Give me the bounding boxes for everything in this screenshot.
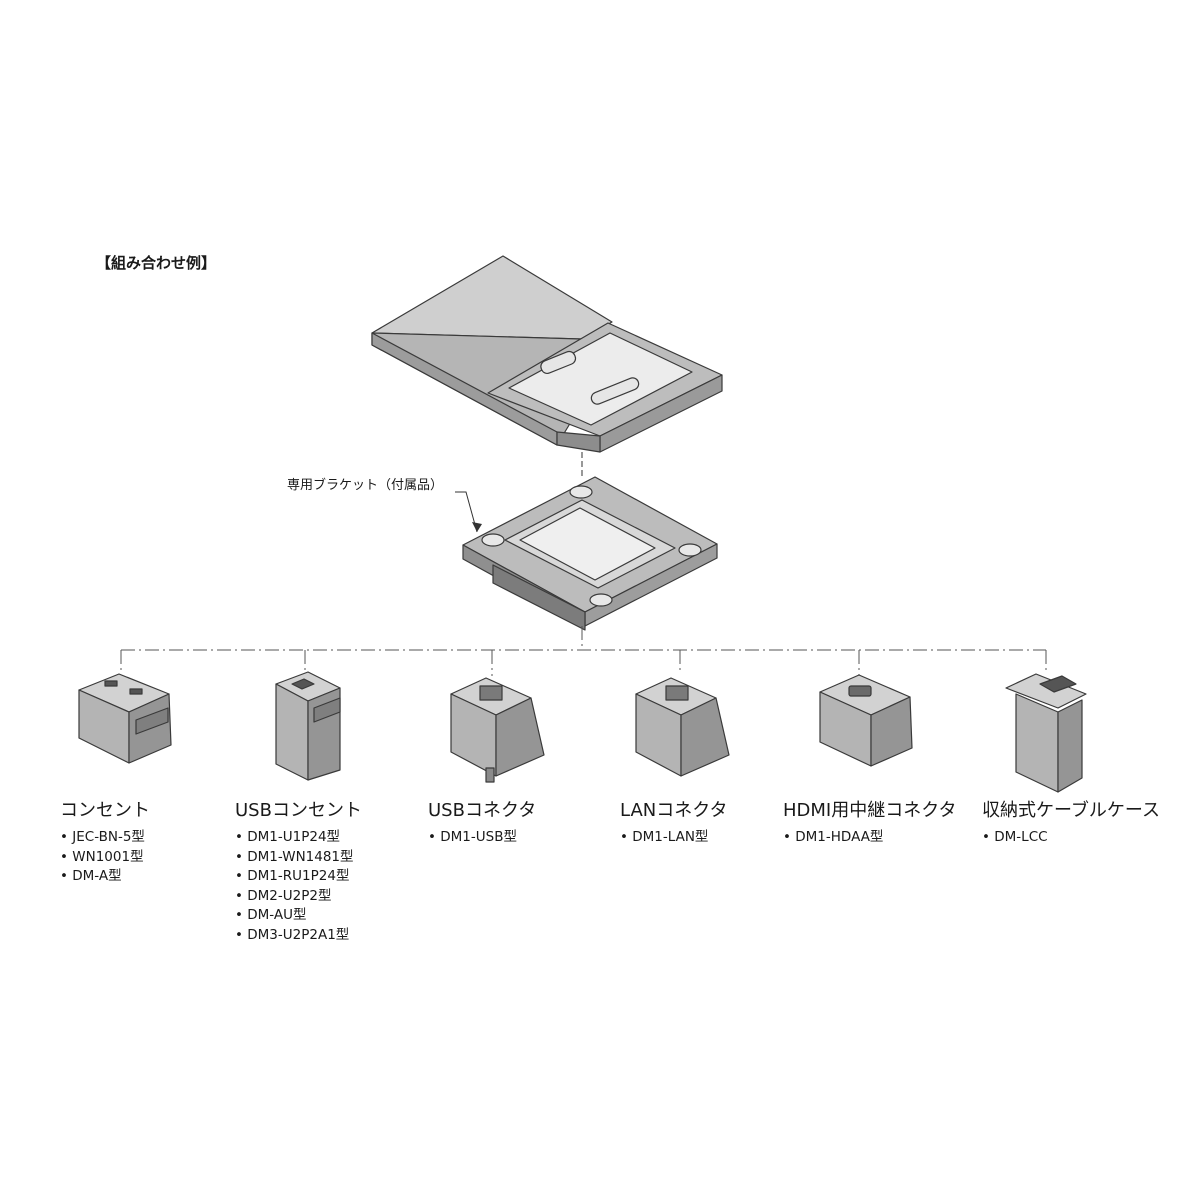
model-item: DM1-U1P24型 <box>235 828 362 848</box>
model-item: DM-AU型 <box>235 906 362 926</box>
model-item: DM1-RU1P24型 <box>235 867 362 887</box>
usb-connector-module <box>450 677 545 783</box>
callout-leader <box>455 491 478 533</box>
screw-hole <box>589 593 613 607</box>
model-list: DM1-U1P24型 DM1-WN1481型 DM1-RU1P24型 DM2-U… <box>235 828 362 945</box>
model-item: DM2-U2P2型 <box>235 887 362 907</box>
product-outlet: コンセント JEC-BN-5型 WN1001型 DM-A型 <box>60 796 150 887</box>
model-list: DM1-USB型 <box>428 828 536 848</box>
cable-case-module <box>1005 673 1087 793</box>
lan-connector-module <box>635 677 730 777</box>
product-cable-case: 収納式ケーブルケース DM-LCC <box>982 796 1160 848</box>
product-hdmi-connector: HDMI用中継コネクタ DM1-HDAA型 <box>783 796 957 848</box>
model-item: DM-LCC <box>982 828 1160 848</box>
cover-plate <box>371 255 723 453</box>
bracket <box>462 476 718 631</box>
product-name: 収納式ケーブルケース <box>982 800 1161 821</box>
usb-outlet-module <box>275 671 341 781</box>
cover-brand-badge <box>540 350 640 405</box>
product-name: USBコンセント <box>235 800 362 821</box>
screw-hole <box>481 533 505 547</box>
hdmi-connector-module <box>819 674 913 767</box>
model-list: JEC-BN-5型 WN1001型 DM-A型 <box>60 828 150 887</box>
model-list: DM1-HDAA型 <box>783 828 957 848</box>
product-usb-connector: USBコネクタ DM1-USB型 <box>428 796 536 848</box>
model-item: DM1-USB型 <box>428 828 536 848</box>
model-list: DM1-LAN型 <box>620 828 728 848</box>
model-item: DM-A型 <box>60 867 150 887</box>
product-name: HDMI用中継コネクタ <box>783 800 957 821</box>
bracket-callout-label: 専用ブラケット（付属品） <box>287 478 444 493</box>
product-lan-connector: LANコネクタ DM1-LAN型 <box>620 796 728 848</box>
model-item: DM1-LAN型 <box>620 828 728 848</box>
model-item: DM1-WN1481型 <box>235 848 362 868</box>
outlet-module <box>78 673 172 764</box>
distribution-tree <box>120 626 1047 676</box>
product-name: コンセント <box>60 800 150 821</box>
model-list: DM-LCC <box>982 828 1160 848</box>
model-item: WN1001型 <box>60 848 150 868</box>
product-usb-outlet: USBコンセント DM1-U1P24型 DM1-WN1481型 DM1-RU1P… <box>235 796 362 945</box>
product-name: LANコネクタ <box>620 800 728 821</box>
model-item: DM1-HDAA型 <box>783 828 957 848</box>
model-item: DM3-U2P2A1型 <box>235 926 362 946</box>
screw-hole <box>569 485 593 499</box>
diagram-heading: 【組み合わせ例】 <box>96 254 217 272</box>
screw-hole <box>678 543 702 557</box>
model-item: JEC-BN-5型 <box>60 828 150 848</box>
product-name: USBコネクタ <box>428 800 537 821</box>
